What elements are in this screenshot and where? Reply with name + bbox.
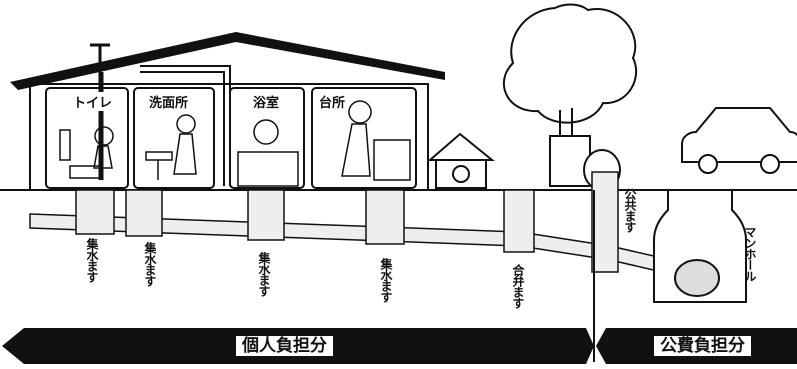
manhole bbox=[653, 189, 747, 303]
private-share-label: 個人負担分 bbox=[236, 336, 333, 356]
room-label-toilet: トイレ bbox=[72, 92, 114, 111]
room-label-bathroom: 浴室 bbox=[252, 92, 281, 111]
kitchen-figure bbox=[341, 100, 411, 181]
public-box-label: 公共ます bbox=[623, 188, 637, 232]
public-box-shaft bbox=[591, 171, 619, 273]
room-panel-washroom bbox=[133, 87, 215, 189]
dog-house bbox=[427, 132, 495, 189]
public-share-label: 公費負担分 bbox=[654, 336, 751, 356]
trash-bin bbox=[549, 135, 591, 187]
combined-box-label: 合弁ます bbox=[511, 264, 525, 308]
car bbox=[681, 107, 797, 174]
manhole-label: マンホール bbox=[743, 226, 757, 281]
tree bbox=[502, 3, 638, 140]
collection-box-label: 集水ます bbox=[379, 258, 393, 302]
bathroom-figure bbox=[237, 119, 299, 187]
toilet-figure bbox=[59, 126, 114, 179]
room-label-washroom: 洗面所 bbox=[148, 92, 190, 111]
collection-box-label: 集水ます bbox=[143, 242, 157, 286]
house-roof bbox=[10, 32, 445, 90]
washroom-figure bbox=[145, 114, 197, 180]
room-label-kitchen: 台所 bbox=[318, 92, 347, 111]
room-panel-bathroom bbox=[229, 87, 305, 189]
collection-box-label: 集水ます bbox=[85, 238, 99, 282]
room-panel-toilet bbox=[45, 87, 129, 189]
collection-box-label: 集水ます bbox=[257, 252, 271, 296]
room-panel-kitchen bbox=[311, 87, 417, 189]
vent-pipe bbox=[90, 43, 110, 180]
collection-boxes bbox=[75, 189, 535, 253]
